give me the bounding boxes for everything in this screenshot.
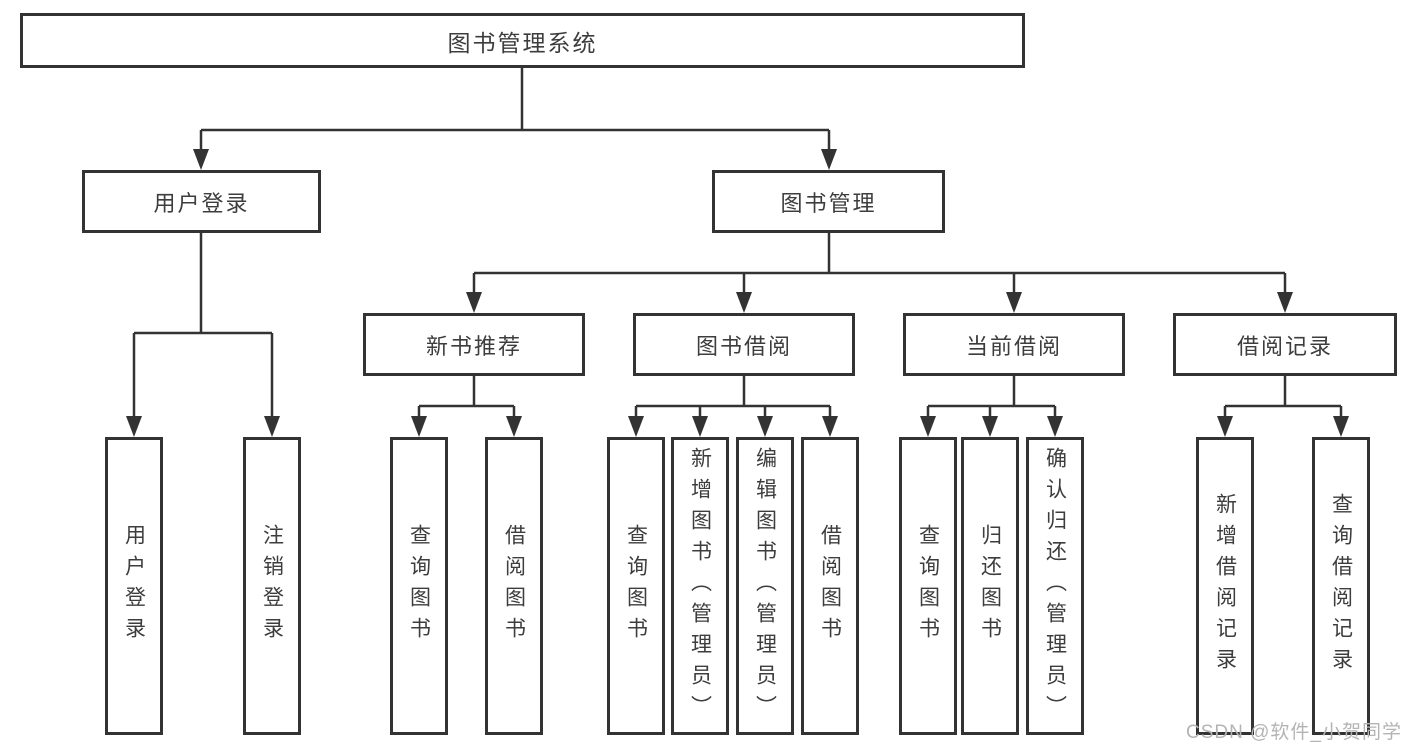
node-user-login: 用户登录: [82, 170, 321, 233]
node-current-borrowing: 当前借阅: [903, 313, 1125, 376]
node-label: 新增图书（管理员）: [688, 446, 712, 726]
node-label: 新书推荐: [425, 333, 522, 359]
leaf-logout: 注销登录: [243, 437, 301, 735]
node-label: 注销登录: [260, 524, 284, 648]
node-label: 借阅记录: [1236, 333, 1333, 359]
leaf-edit-books-admin: 编辑图书（管理员）: [736, 437, 794, 735]
node-label: 新增借阅记录: [1213, 493, 1237, 679]
leaf-query-books-borrow: 查询图书: [607, 437, 665, 735]
node-library-management-system: 图书管理系统: [20, 13, 1025, 68]
node-label: 用户登录: [153, 190, 250, 216]
node-label: 图书管理: [780, 190, 877, 216]
leaf-add-books-admin: 新增图书（管理员）: [671, 437, 729, 735]
node-label: 借阅图书: [502, 524, 526, 648]
node-label: 当前借阅: [965, 333, 1062, 359]
node-label: 确认归还（管理员）: [1043, 446, 1067, 726]
leaf-add-borrow-record: 新增借阅记录: [1196, 437, 1254, 735]
node-label: 借阅图书: [818, 524, 842, 648]
watermark: CSDN @软件_小贺同学: [1186, 722, 1402, 743]
leaf-query-borrow-record: 查询借阅记录: [1312, 437, 1370, 735]
leaf-borrow-books-recommend: 借阅图书: [485, 437, 543, 735]
leaf-query-books-recommend: 查询图书: [390, 437, 448, 735]
node-label: 查询图书: [407, 524, 431, 648]
node-label: 查询图书: [916, 524, 940, 648]
leaf-confirm-return-admin: 确认归还（管理员）: [1026, 437, 1084, 735]
node-book-borrowing: 图书借阅: [633, 313, 855, 376]
node-book-management: 图书管理: [712, 170, 945, 233]
leaf-user-login: 用户登录: [105, 437, 163, 735]
node-new-book-recommendation: 新书推荐: [363, 313, 585, 376]
leaf-borrow-books: 借阅图书: [801, 437, 859, 735]
leaf-return-books: 归还图书: [961, 437, 1019, 735]
node-label: 图书借阅: [695, 333, 792, 359]
node-label: 查询借阅记录: [1329, 493, 1353, 679]
node-label: 查询图书: [624, 524, 648, 648]
node-label: 归还图书: [978, 524, 1002, 648]
node-label: 编辑图书（管理员）: [753, 446, 777, 726]
node-label: 用户登录: [122, 524, 146, 648]
node-label: 图书管理系统: [447, 29, 598, 56]
node-borrowing-records: 借阅记录: [1173, 313, 1397, 376]
leaf-query-books-current: 查询图书: [899, 437, 957, 735]
